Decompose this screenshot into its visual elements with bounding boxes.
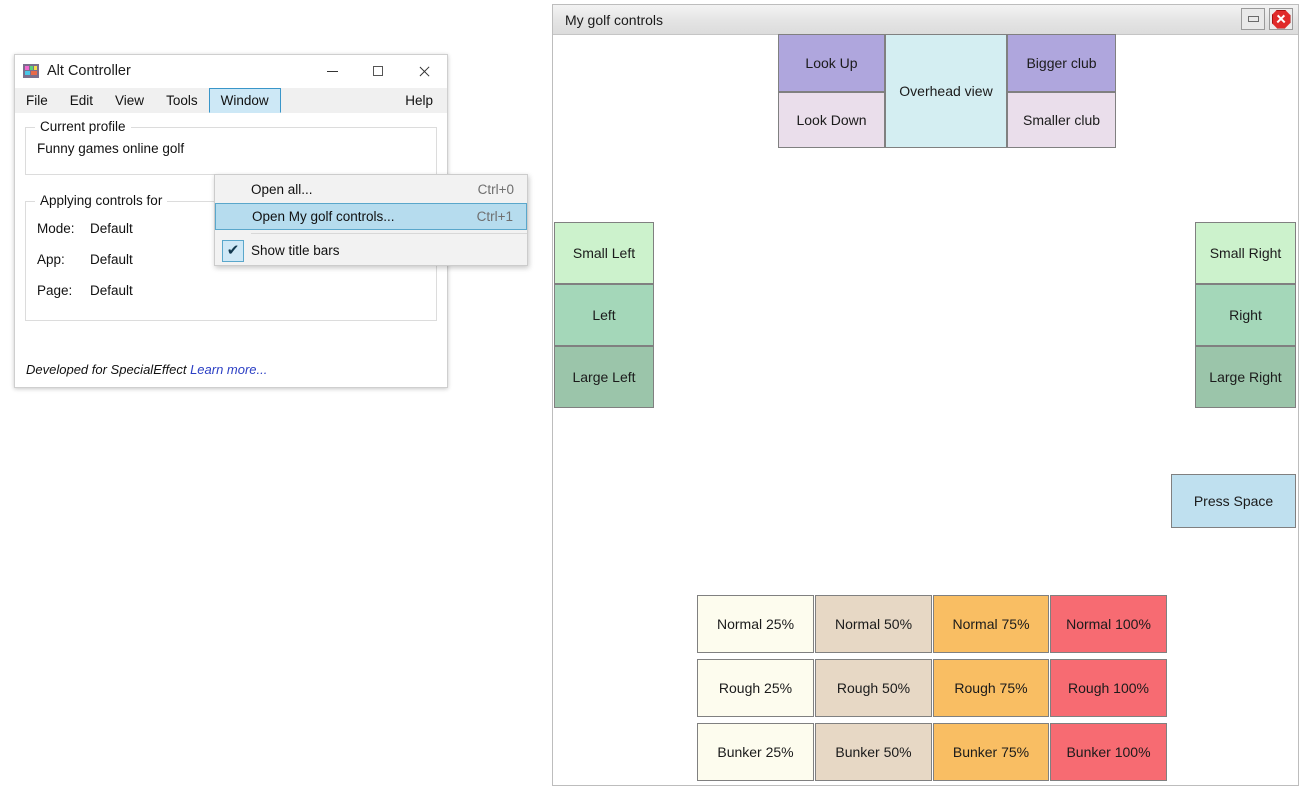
golf-button-small-left-label: Small Left	[572, 244, 636, 261]
applying-row-mode-key: Mode:	[37, 221, 75, 236]
golf-button-bunker-50[interactable]: Bunker 50%	[815, 723, 932, 781]
alt-controller-app-icon	[23, 63, 39, 79]
menu-window[interactable]: Window	[208, 88, 281, 113]
golf-button-rough-75-label: Rough 75%	[954, 679, 1028, 696]
golf-button-look-up-label: Look Up	[805, 54, 858, 71]
golf-button-normal-75[interactable]: Normal 75%	[933, 595, 1049, 653]
menu-separator	[251, 233, 527, 234]
menu-item-show-title-bars-label: Show title bars	[251, 243, 340, 258]
golf-button-normal-25[interactable]: Normal 25%	[697, 595, 814, 653]
menu-file[interactable]: File	[26, 93, 48, 108]
menu-item-open-my-golf-controls-shortcut: Ctrl+1	[476, 209, 513, 224]
applying-row-mode: Mode: Default	[37, 221, 436, 236]
menu-item-open-all-shortcut: Ctrl+0	[477, 182, 514, 197]
applying-controls-group-title: Applying controls for	[35, 193, 168, 208]
golf-button-normal-100[interactable]: Normal 100%	[1050, 595, 1167, 653]
golf-window-controls	[1241, 8, 1293, 30]
checkmark-icon[interactable]: ✔	[222, 239, 244, 262]
menu-edit[interactable]: Edit	[69, 93, 94, 108]
current-profile-group-title: Current profile	[35, 119, 131, 134]
alt-controller-title: Alt Controller	[47, 63, 131, 79]
golf-button-right[interactable]: Right	[1195, 284, 1296, 346]
alt-controller-menubar: File Edit View Tools Window Help	[15, 88, 447, 113]
golf-button-small-right[interactable]: Small Right	[1195, 222, 1296, 284]
golf-button-bunker-25-label: Bunker 25%	[717, 743, 794, 760]
minimize-icon[interactable]	[309, 55, 355, 87]
golf-button-normal-50[interactable]: Normal 50%	[815, 595, 932, 653]
golf-button-look-down[interactable]: Look Down	[778, 92, 885, 148]
golf-button-bunker-25[interactable]: Bunker 25%	[697, 723, 814, 781]
close-icon[interactable]	[1269, 8, 1293, 30]
menu-item-show-title-bars[interactable]: ✔ Show title bars	[215, 237, 527, 264]
golf-button-rough-50[interactable]: Rough 50%	[815, 659, 932, 717]
applying-row-page: Page: Default	[37, 283, 436, 298]
applying-row-mode-value: Default	[90, 221, 133, 236]
golf-window-title: My golf controls	[565, 11, 664, 28]
golf-button-large-left[interactable]: Large Left	[554, 346, 654, 408]
applying-row-app: App: Default	[37, 252, 436, 267]
golf-button-press-space-label: Press Space	[1193, 492, 1274, 509]
golf-button-left[interactable]: Left	[554, 284, 654, 346]
close-icon[interactable]	[401, 55, 447, 87]
golf-button-bunker-75[interactable]: Bunker 75%	[933, 723, 1049, 781]
golf-button-rough-100-label: Rough 100%	[1068, 679, 1149, 696]
menu-item-show-title-bars-gutter: ✔	[215, 239, 251, 262]
golf-button-overhead-view[interactable]: Overhead view	[885, 34, 1007, 148]
applying-controls-group: Applying controls for Mode: Default App:…	[25, 193, 437, 321]
applying-row-app-value: Default	[90, 252, 133, 267]
maximize-icon[interactable]	[355, 55, 401, 87]
menu-item-open-my-golf-controls[interactable]: Open My golf controls... Ctrl+1	[215, 203, 527, 230]
golf-button-smaller-club[interactable]: Smaller club	[1007, 92, 1116, 148]
window-menu-dropdown: Open all... Ctrl+0 Open My golf controls…	[214, 174, 528, 266]
golf-button-left-label: Left	[592, 306, 616, 323]
menu-help[interactable]: Help	[405, 93, 433, 108]
golf-button-bunker-100-label: Bunker 100%	[1066, 743, 1151, 760]
alt-controller-body: Current profile Funny games online golf …	[15, 119, 447, 321]
applying-row-page-key: Page:	[37, 283, 73, 298]
golf-button-rough-100[interactable]: Rough 100%	[1050, 659, 1167, 717]
menu-item-open-my-golf-controls-label: Open My golf controls...	[252, 209, 395, 224]
alt-controller-titlebar: Alt Controller	[15, 55, 447, 88]
golf-button-overhead-view-label: Overhead view	[899, 82, 993, 99]
golf-button-small-left[interactable]: Small Left	[554, 222, 654, 284]
golf-button-rough-25-label: Rough 25%	[718, 679, 793, 696]
golf-controls-canvas: Look Up Look Down Overhead view Bigger club…	[553, 34, 1298, 785]
menu-item-open-all[interactable]: Open all... Ctrl+0	[215, 176, 527, 203]
golf-button-normal-75-label: Normal 75%	[952, 615, 1030, 632]
menu-view[interactable]: View	[115, 93, 145, 108]
golf-button-rough-50-label: Rough 50%	[836, 679, 911, 696]
alt-controller-window: Alt Controller File Edit View Tools Wind…	[14, 54, 528, 388]
golf-button-normal-25-label: Normal 25%	[716, 615, 795, 632]
golf-button-rough-75[interactable]: Rough 75%	[933, 659, 1049, 717]
applying-row-page-value: Default	[90, 283, 133, 298]
golf-button-normal-100-label: Normal 100%	[1066, 615, 1151, 632]
current-profile-group: Current profile Funny games online golf	[25, 119, 437, 175]
golf-button-look-down-label: Look Down	[796, 111, 867, 128]
menu-item-open-all-label: Open all...	[251, 182, 313, 197]
golf-button-small-right-label: Small Right	[1209, 244, 1282, 261]
golf-button-normal-50-label: Normal 50%	[834, 615, 913, 632]
footer-credit: Developed for SpecialEffect Learn more..…	[26, 362, 267, 377]
golf-button-large-right[interactable]: Large Right	[1195, 346, 1296, 408]
golf-button-bigger-club[interactable]: Bigger club	[1007, 34, 1116, 92]
golf-button-press-space[interactable]: Press Space	[1171, 474, 1296, 528]
golf-window-titlebar: My golf controls	[553, 5, 1298, 35]
golf-button-bunker-75-label: Bunker 75%	[952, 743, 1030, 760]
applying-row-app-key: App:	[37, 252, 65, 267]
footer-credit-text: Developed for SpecialEffect	[26, 362, 187, 377]
golf-button-large-right-label: Large Right	[1209, 368, 1282, 385]
minimize-icon[interactable]	[1241, 8, 1265, 30]
learn-more-link[interactable]: Learn more...	[190, 362, 268, 377]
golf-button-bunker-50-label: Bunker 50%	[835, 743, 912, 760]
golf-button-bigger-club-label: Bigger club	[1026, 54, 1097, 71]
golf-button-right-label: Right	[1229, 306, 1262, 323]
golf-button-look-up[interactable]: Look Up	[778, 34, 885, 92]
golf-button-rough-25[interactable]: Rough 25%	[697, 659, 814, 717]
golf-button-large-left-label: Large Left	[572, 368, 636, 385]
golf-button-smaller-club-label: Smaller club	[1022, 111, 1101, 128]
current-profile-value: Funny games online golf	[37, 141, 185, 156]
golf-button-bunker-100[interactable]: Bunker 100%	[1050, 723, 1167, 781]
my-golf-controls-window: My golf controls Look Up Look Down Overhea…	[552, 4, 1299, 786]
menu-tools[interactable]: Tools	[166, 93, 198, 108]
